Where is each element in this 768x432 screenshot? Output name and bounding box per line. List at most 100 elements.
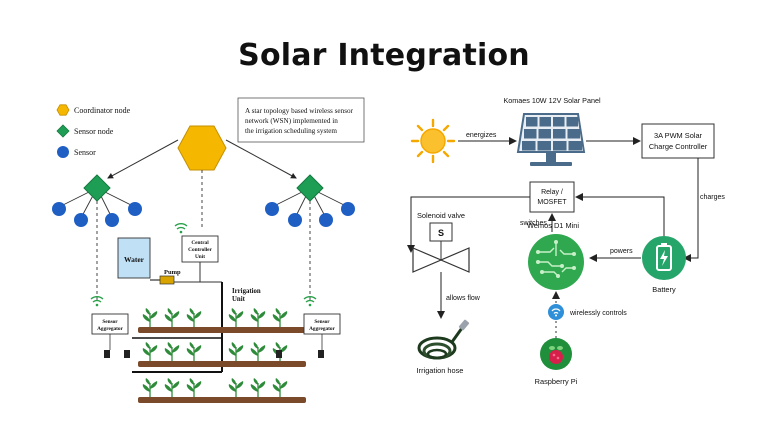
panel-cell [524,129,537,139]
panel-cell [538,129,551,139]
panel-cell [526,117,538,127]
plant-icon [228,308,244,327]
ccu-line-3: Unit [195,254,205,260]
panel-cell [553,141,567,151]
plant-icon [272,378,288,397]
panel-cell [537,141,551,151]
battery-label: Battery [652,285,676,294]
sensor-icon [128,202,142,216]
charge-controller-line-1: 3A PWM Solar [654,131,703,140]
soil-row [138,361,306,367]
solar-panel-icon [516,113,586,166]
central-controller-unit: Central Controller Unit [174,235,222,283]
label-energizes: energizes [466,132,497,139]
label-charges: charges [700,194,725,201]
sensor-icon [74,213,88,227]
charge-controller-line-2: Charge Controller [649,142,708,151]
wsn-diagram: Coordinator node Sensor node Sensor A st… [52,97,365,403]
plant-icon [186,378,202,397]
pi-label: Raspberry Pi [535,377,578,386]
legend-coordinator-label: Coordinator node [74,106,131,115]
soil-row [138,327,306,333]
label-powers: powers [610,248,633,255]
raspberry-pi-icon [540,338,572,370]
legend-sensor-label: Sensor [74,148,96,157]
mcu-icon [528,234,584,290]
sensor-cluster-right [265,174,355,227]
caption-line-2: network (WSN) implemented in [245,117,338,125]
plant-icon [142,342,158,361]
caption-line-1: A star topology based wireless sensor [245,107,354,115]
coordinator-node-icon [177,125,227,171]
plant-icon [272,308,288,327]
irrigation-unit-line-1: Irrigation [232,288,261,295]
wifi-icon [303,296,317,307]
plant-icon [228,342,244,361]
solar-diagram: Komaes 10W 12V Solar Panel energizes 3A [407,96,725,386]
pump: Pump [150,269,181,285]
sensor-node-left-icon [83,174,111,202]
panel-cell [567,129,580,139]
hose-label: Irrigation hose [417,366,464,375]
panel-cell [539,117,551,127]
plant-icon [186,342,202,361]
panel-cell [553,129,566,139]
relay-line-2: MOSFET [537,199,567,206]
ccu-line-1: Central [191,240,209,246]
water-label: Water [124,255,145,264]
hose-icon [417,319,470,360]
solar-panel-label: Komaes 10W 12V Solar Panel [503,96,600,105]
plant-icon [164,308,180,327]
sensor-node-right-icon [296,174,324,202]
wifi-icon [174,223,188,234]
wifi-icon [548,304,564,320]
aggregator-line-2: Aggregator [309,326,335,332]
legend-sensor-icon [57,146,69,158]
panel-cell [566,117,578,127]
plant-icon [250,308,266,327]
plant-icon [164,378,180,397]
ccu-line-2: Controller [188,247,212,253]
label-allows-flow: allows flow [446,295,481,302]
wifi-icon [90,296,104,307]
page-title: Solar Integration [238,38,530,73]
valve-icon [412,247,443,273]
arrow-relay-to-valve [407,196,530,253]
plant-icon [250,378,266,397]
charge-controller-box: 3A PWM Solar Charge Controller [641,123,715,159]
sensor-aggregator-right: Sensor Aggregator [276,313,341,358]
battery-icon [642,236,686,280]
soil-row [138,397,306,403]
arrow-battery-to-relay [575,193,665,236]
plant-icon [164,342,180,361]
sensor-icon [265,202,279,216]
plant-icon [186,308,202,327]
caption-line-3: the irrigation scheduling system [245,127,337,135]
water-tank: Water [117,237,151,279]
relay-mosfet-box: Relay / MOSFET [529,181,575,213]
solenoid-valve: Solenoid valve S [412,211,470,273]
label-switches: switches [520,220,547,227]
sensor-aggregator-left: Sensor Aggregator [91,313,130,358]
panel-cell [553,117,565,127]
solenoid-symbol: S [438,228,444,238]
sensor-icon [319,213,333,227]
sensor-icon [105,213,119,227]
sensor-icon [288,213,302,227]
plant-icon [250,342,266,361]
crop-field [138,308,306,403]
aggregator-line-1: Sensor [102,319,118,325]
aggregator-line-1: Sensor [314,319,330,325]
sensor-icon [341,202,355,216]
aggregator-line-2: Aggregator [97,326,123,332]
sun-icon [410,118,456,164]
label-wireless: wirelessly controls [569,310,627,317]
sensor-icon [52,202,66,216]
legend-sensor-node-icon [56,124,70,138]
relay-line-1: Relay / [541,189,563,196]
plant-icon [228,378,244,397]
wsn-caption-box: A star topology based wireless sensor ne… [237,97,365,143]
plant-icon [142,378,158,397]
legend-sensor-node-label: Sensor node [74,127,114,136]
legend-coordinator-icon [56,104,70,116]
